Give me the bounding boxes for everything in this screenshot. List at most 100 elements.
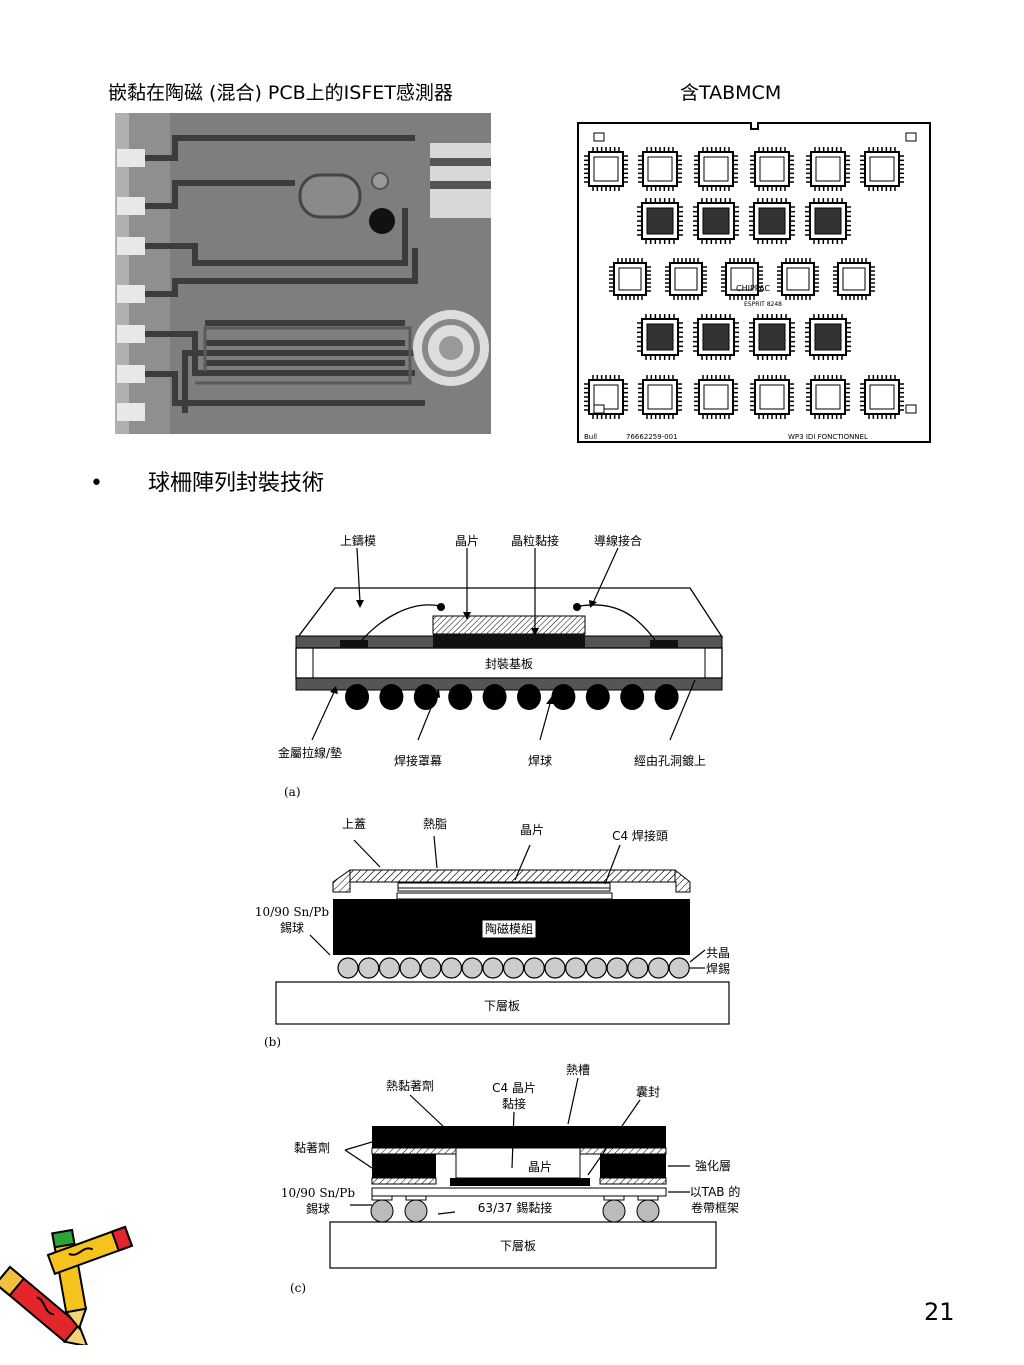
solder-column [370,1195,394,1223]
mcm-chip-package [694,147,738,191]
label-heat-sink: 熱槽 [566,1063,590,1077]
mcm-chip-package [777,258,819,300]
mcm-chip-package [749,198,795,244]
solder-ball [606,957,628,979]
solder-column [602,1195,626,1223]
label-6337-bond: 63/37 錫黏接 [478,1200,552,1215]
solder-ball [551,684,576,710]
solder-ball [420,957,442,979]
solder-ball [399,957,421,979]
isfet-sensor-photo [115,113,491,434]
bullet-symbol: • [90,471,103,496]
solder-ball [502,957,525,979]
mcm-chip-package [721,258,763,300]
c4-bump [527,1179,533,1185]
mcm-chip-package [833,258,875,300]
label-c: (c) [290,1281,306,1295]
mcm-chip-package [806,147,850,191]
c4-bump [583,1179,589,1185]
isfet-caption: 嵌黏在陶磁 (混合) PCB上的ISFET感測器 [108,82,453,104]
solder-ball [345,684,369,710]
label-die-attach: 晶粒黏接 [511,533,559,548]
mcm-chip-package [750,147,794,191]
diagram-b-ceramic-module: 上蓋 熱脂 晶片 C4 焊接頭 10/90 Sn/Pb 錫球 陶磁模組 共晶 焊… [255,816,730,1049]
label-c4-chip: C4 晶片 [492,1081,536,1095]
mcm-chip-package [805,314,851,360]
fiducial-mark [593,404,605,414]
mcm-chip-package [806,375,850,419]
solder-ball [565,957,587,979]
label-eutectic: 共晶 [706,946,730,960]
c4-bump [555,1179,561,1185]
label-stiffener: 強化層 [695,1159,731,1173]
c4-bump [485,1179,491,1185]
mcm-chip-package [638,375,682,419]
mcm-mark: ESPRIT 8248 [744,301,782,308]
label-sn-pb-b: 10/90 Sn/Pb [255,905,329,919]
diagram-c-tab-package: 熱黏著劑 熱槽 囊封 C4 晶片 黏接 黏著劑 晶片 強化層 以TAB 的 卷帶… [281,1063,741,1295]
solder-column [636,1195,660,1223]
solder-ball [517,684,541,710]
label-plated-via: 經由孔洞鍍上 [634,753,706,768]
label-chip-b: 晶片 [520,823,544,837]
solder-ball [440,957,463,979]
mcm-footer-left: Bull [584,433,597,441]
solder-column [404,1195,428,1223]
mcm-logo: CHIPPAC [736,284,770,293]
solder-ball [482,957,504,979]
label-chip-c: 晶片 [528,1160,552,1174]
label-sn-pb-c: 10/90 Sn/Pb [281,1186,355,1200]
solder-ball [544,957,566,979]
solder-balls-c [370,1179,660,1223]
label-top-molding: 上鑄模 [340,533,376,548]
fiducial-mark [905,404,917,414]
mcm-chip-package [805,198,851,244]
solder-ball [379,684,404,710]
label-board-b: 下層板 [484,999,520,1013]
solder-ball [585,957,608,979]
solder-ball [413,684,438,710]
solder-balls-a [345,684,679,710]
mcm-chip-package [693,314,739,360]
c4-bump [541,1179,547,1185]
solder-ball [668,957,690,979]
mcm-chip-package [749,314,795,360]
solder-ball [627,957,649,979]
mcm-footer-code: 76662259-001 [626,433,678,441]
mcm-chip-package [693,198,739,244]
label-solder-ball: 焊球 [528,753,552,768]
mcm-chip-package [694,375,738,419]
diagram-a-bga-package: 上鑄模 晶片 晶粒黏接 導線接合 封裝基板 金屬拉線/墊 焊接罩幕 焊球 經由孔… [278,533,724,799]
solder-balls-b [337,957,690,979]
solder-ball [620,684,645,710]
label-b: (b) [264,1035,281,1049]
c4-bump [513,1179,519,1185]
c4-bump [471,1179,477,1185]
label-a: (a) [284,785,301,799]
label-solder-ball-c: 錫球 [306,1201,330,1216]
label-package-substrate: 封裝基板 [485,657,533,671]
solder-ball [647,957,670,979]
mcm-chip-package [584,375,628,419]
mcm-chip-package [637,314,683,360]
label-tab-tape-1: 以TAB 的 [690,1184,741,1199]
mcm-chip-package [860,147,904,191]
label-board-c: 下層板 [500,1239,536,1253]
solder-ball [337,957,359,979]
label-solder-ball-b: 錫球 [280,920,304,935]
page-number: 21 [924,1298,955,1326]
label-encapsulant: 囊封 [636,1084,660,1099]
solder-ball [378,957,400,979]
label-metal-trace-pad: 金屬拉線/墊 [278,745,342,760]
label-c4-joint: C4 焊接頭 [612,828,668,843]
mcm-chip-package [609,258,651,300]
bullet-text: 球柵陣列封裝技術 [147,471,324,496]
solder-ball [482,684,507,710]
solder-ball [585,684,610,710]
solder-ball [523,957,545,979]
label-chip: 晶片 [455,534,479,548]
c4-bump [457,1179,463,1185]
label-wire-bond: 導線接合 [594,533,642,548]
label-tab-tape-2: 卷帶框架 [691,1200,739,1215]
mcm-package-grid [584,132,917,419]
